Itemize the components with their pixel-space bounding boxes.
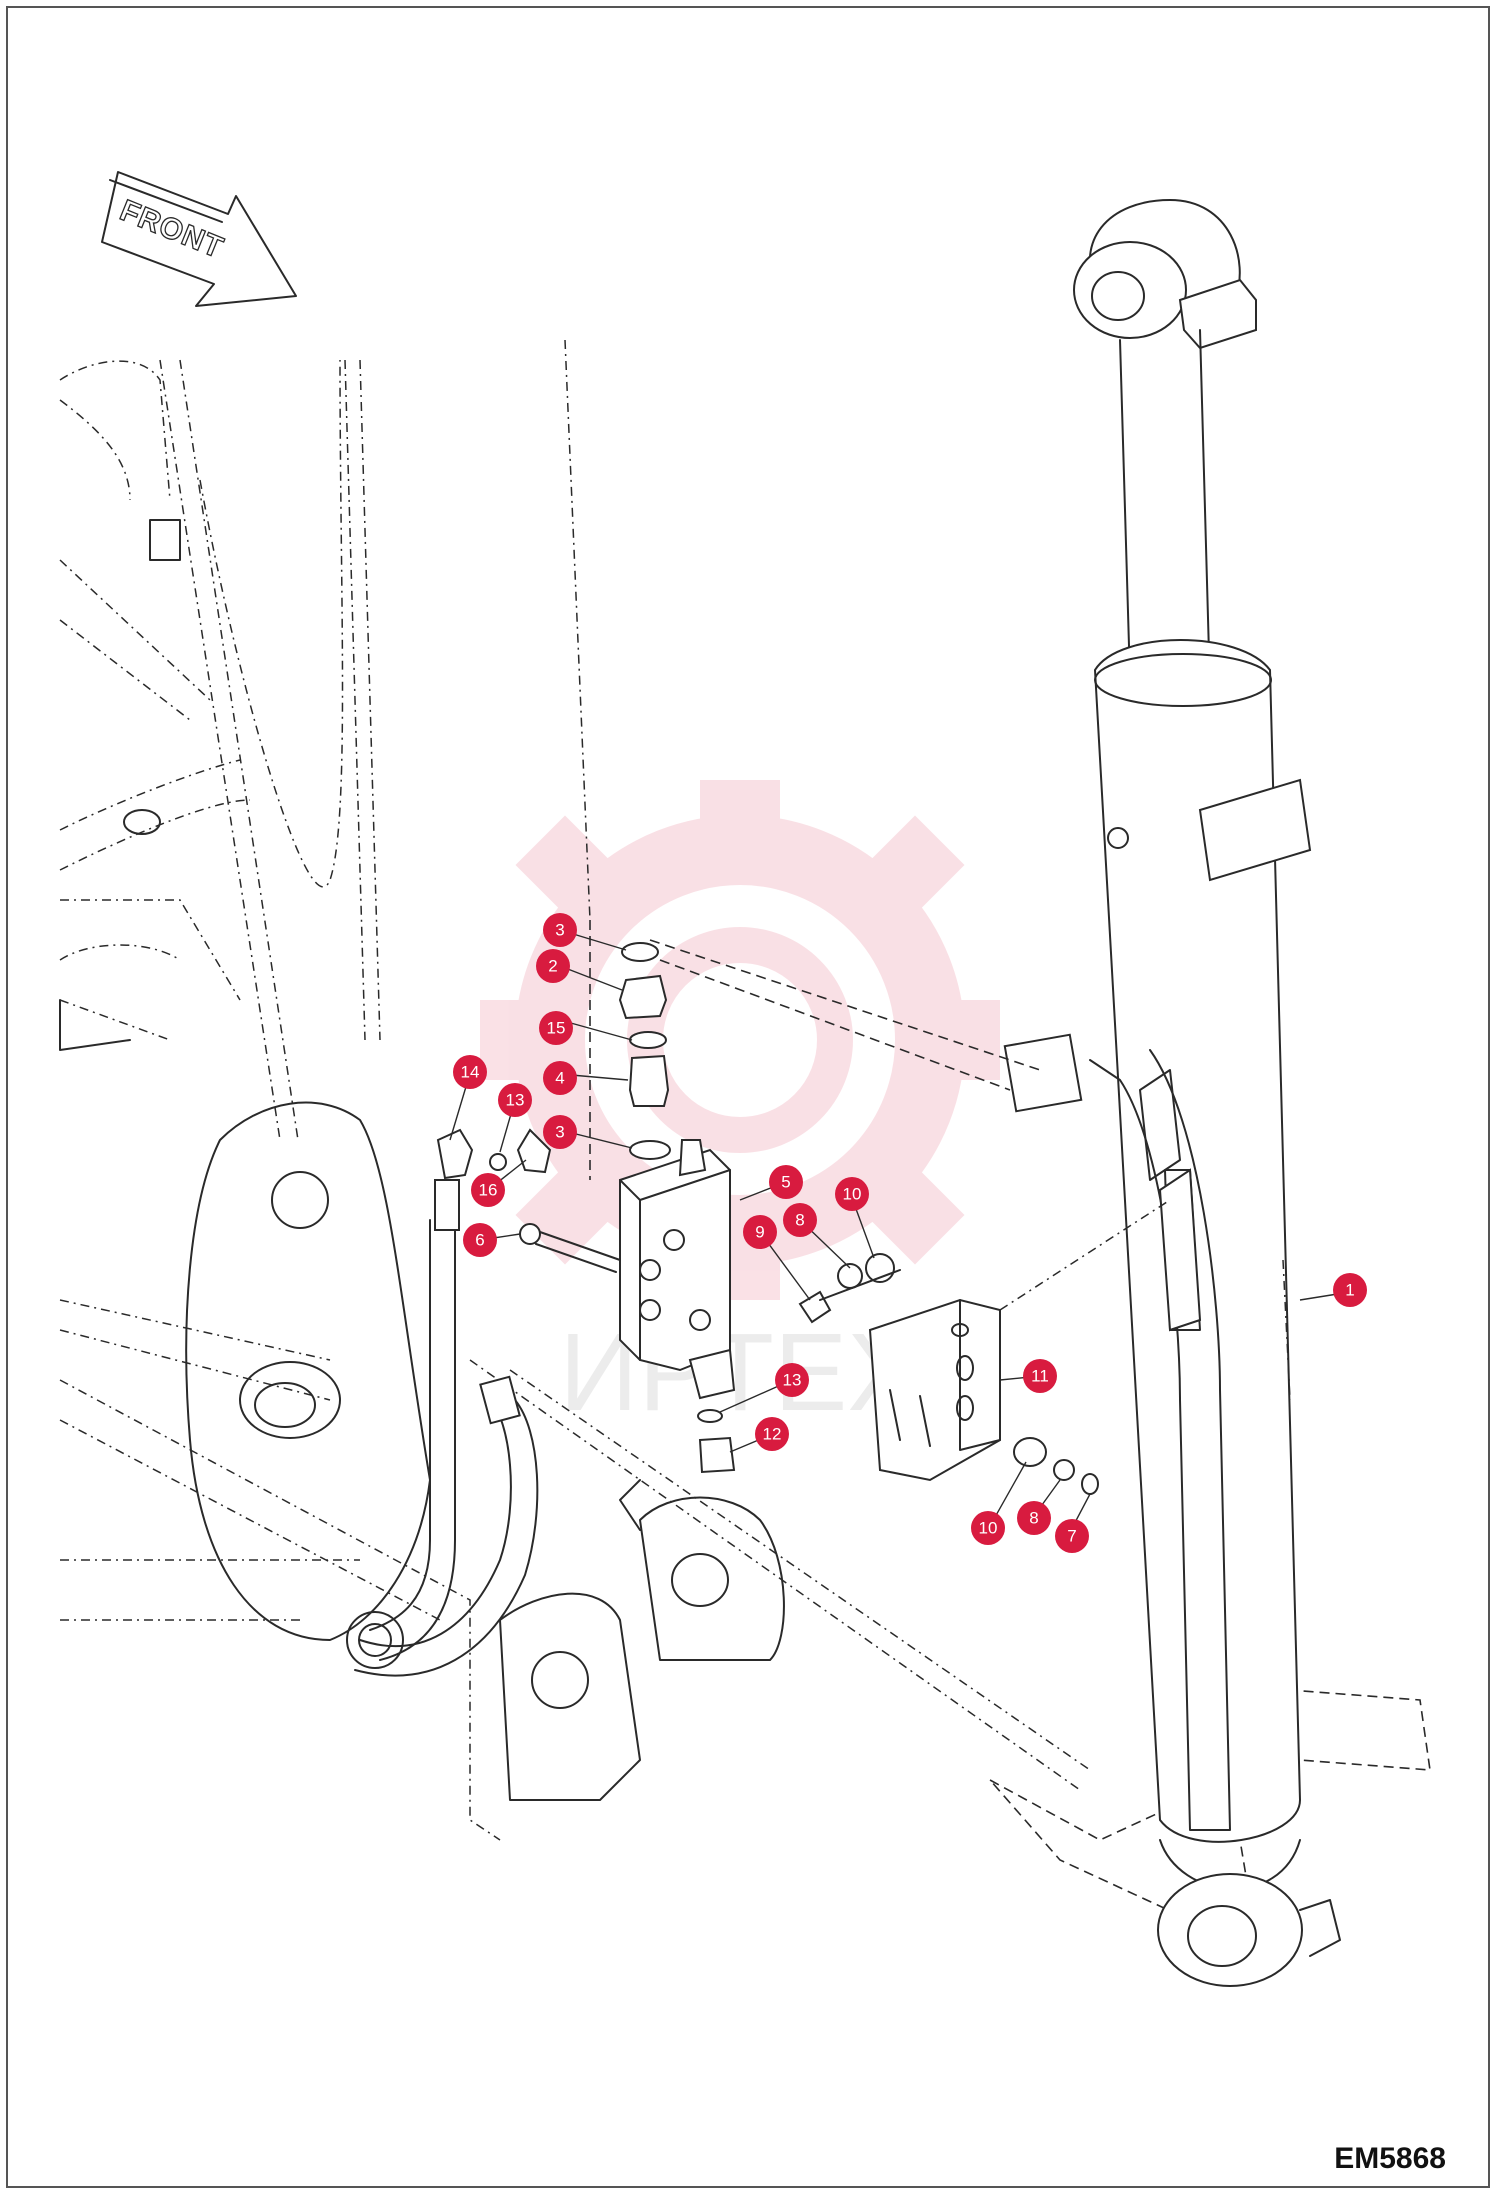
boom-cylinder	[1003, 199, 1341, 1987]
svg-text:3: 3	[555, 1123, 564, 1142]
svg-text:11: 11	[1031, 1367, 1049, 1386]
svg-text:15: 15	[547, 1019, 566, 1038]
drawing-code: EM5868	[1334, 2142, 1446, 2175]
callout-bubbles: 3 2 15 4 3 14 13 16 6 5 8 9	[453, 913, 1367, 1553]
callout-9[interactable]: 9	[743, 1215, 777, 1249]
svg-text:5: 5	[781, 1173, 790, 1192]
callout-3[interactable]: 3	[543, 1115, 577, 1149]
svg-text:2: 2	[548, 957, 557, 976]
valve-block-assembly	[436, 920, 1041, 1474]
callout-7[interactable]: 7	[1055, 1519, 1089, 1553]
callout-1[interactable]: 1	[1333, 1273, 1367, 1307]
front-direction-arrow: FRONT	[101, 171, 297, 307]
hydraulic-hoses	[346, 1179, 539, 1677]
svg-text:16: 16	[479, 1181, 498, 1200]
callout-14[interactable]: 14	[453, 1055, 487, 1089]
svg-text:12: 12	[763, 1425, 782, 1444]
callout-16[interactable]: 16	[471, 1173, 505, 1207]
svg-text:4: 4	[555, 1069, 564, 1088]
watermark-gear-logo	[480, 780, 1000, 1300]
svg-text:14: 14	[461, 1063, 480, 1082]
svg-text:1: 1	[1345, 1281, 1354, 1300]
callout-6[interactable]: 6	[463, 1223, 497, 1257]
callout-13[interactable]: 13	[498, 1083, 532, 1117]
svg-text:8: 8	[795, 1211, 804, 1230]
svg-text:7: 7	[1067, 1527, 1076, 1546]
boom-pivot-plate	[185, 1101, 431, 1641]
svg-text:3: 3	[555, 921, 564, 940]
callout-2[interactable]: 2	[536, 949, 570, 983]
callout-8[interactable]: 8	[1017, 1501, 1051, 1535]
mounting-bracket	[868, 1168, 1202, 1495]
callout-8[interactable]: 8	[783, 1203, 817, 1237]
svg-text:6: 6	[475, 1231, 484, 1250]
callout-12[interactable]: 12	[755, 1417, 789, 1451]
drawing-frame	[6, 6, 1490, 2188]
callout-10[interactable]: 10	[971, 1511, 1005, 1545]
svg-text:13: 13	[783, 1371, 802, 1390]
boom-structure	[59, 339, 591, 1401]
callout-3[interactable]: 3	[543, 913, 577, 947]
svg-text:10: 10	[843, 1185, 862, 1204]
svg-text:8: 8	[1029, 1509, 1038, 1528]
callout-11[interactable]: 11	[1023, 1359, 1057, 1393]
callout-10[interactable]: 10	[835, 1177, 869, 1211]
callout-4[interactable]: 4	[543, 1061, 577, 1095]
callout-15[interactable]: 15	[539, 1011, 573, 1045]
callout-5[interactable]: 5	[769, 1165, 803, 1199]
callout-13[interactable]: 13	[775, 1363, 809, 1397]
svg-text:13: 13	[506, 1091, 525, 1110]
svg-text:10: 10	[979, 1519, 998, 1538]
svg-text:9: 9	[755, 1223, 764, 1242]
watermark-text: ИРТЕХ	[559, 1311, 920, 1434]
